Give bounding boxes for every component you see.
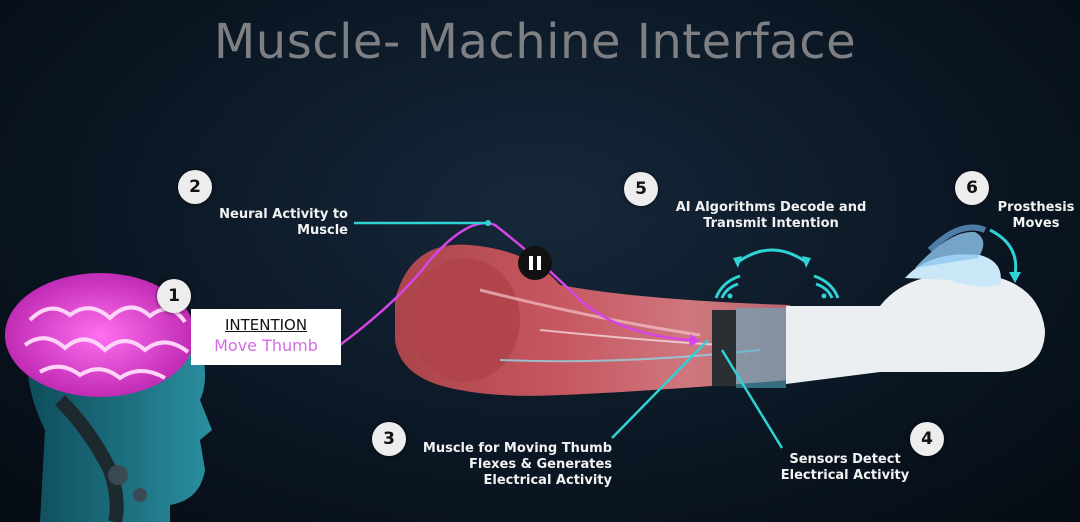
intention-action: Move Thumb	[214, 336, 318, 355]
step-3-label: Muscle for Moving Thumb Flexes & Generat…	[410, 441, 612, 489]
step-2-label-line: Muscle	[297, 223, 348, 238]
step-number-6: 6	[955, 171, 989, 205]
page-title: Muscle- Machine Interface	[213, 14, 857, 70]
wifi-signal-icon	[813, 274, 840, 299]
wifi-signal-icon	[714, 274, 741, 299]
step-6-label-line: Moves	[1012, 216, 1060, 231]
sensor-band-icon	[712, 310, 736, 386]
step-4-label-line: Electrical Activity	[780, 468, 910, 483]
pause-icon	[529, 256, 533, 270]
intention-heading: INTENTION	[224, 316, 308, 334]
step-5-label-line: AI Algorithms Decode and	[675, 200, 867, 215]
step-number-3: 3	[372, 422, 406, 456]
intention-box: INTENTION Move Thumb	[191, 309, 341, 365]
step-4-label-line: Sensors Detect	[789, 452, 901, 467]
step-number-1: 1	[157, 279, 191, 313]
step-6-label-line: Prosthesis	[997, 200, 1075, 215]
step-5-label-line: Transmit Intention	[703, 216, 839, 231]
step-number-4: 4	[910, 422, 944, 456]
step-3-label-line: Flexes & Generates	[469, 457, 612, 472]
prosthetic-hand-icon	[786, 224, 1045, 384]
step-number-5: 5	[624, 172, 658, 206]
step-2-label: Neural Activity to Muscle	[180, 207, 348, 239]
pause-button[interactable]	[518, 246, 552, 280]
step-4-label: Sensors Detect Electrical Activity	[760, 452, 930, 484]
step-number-2: 2	[178, 170, 212, 204]
brain-icon	[5, 273, 195, 397]
step-2-label-line: Neural Activity to	[219, 207, 348, 222]
step-3-label-line: Muscle for Moving Thumb	[422, 441, 612, 456]
step-3-label-line: Electrical Activity	[483, 473, 612, 488]
step-6-label: Prosthesis Moves	[996, 200, 1076, 232]
step-5-label: AI Algorithms Decode and Transmit Intent…	[666, 200, 876, 232]
pause-icon	[537, 256, 541, 270]
